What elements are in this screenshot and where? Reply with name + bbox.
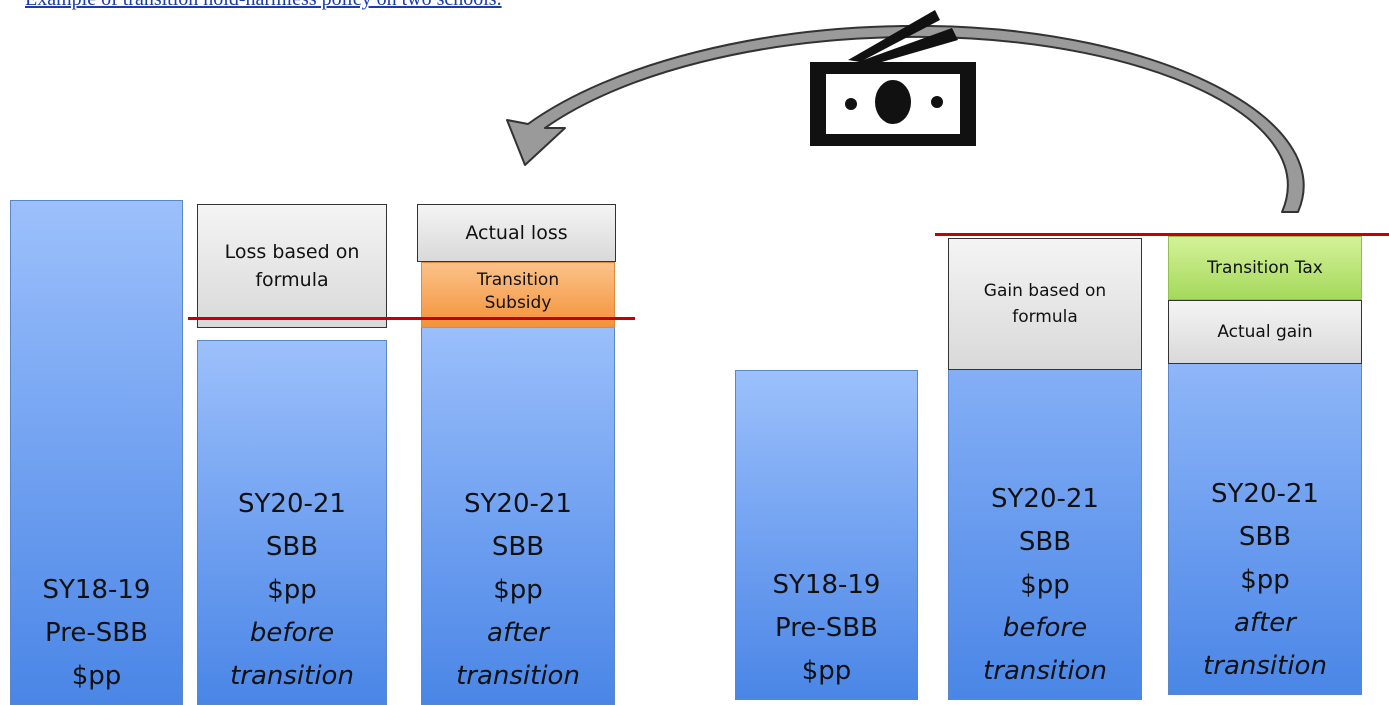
left-red-line (188, 317, 635, 320)
box-label: Actual gain (1217, 322, 1313, 342)
box-label-line: Subsidy (484, 293, 552, 313)
right-red-line (935, 233, 1389, 236)
bar-label-line: SY18-19 (772, 570, 881, 600)
bar-label-line: before (1002, 613, 1088, 643)
bar-label-line: SY20-21 (1211, 479, 1319, 509)
actual-loss-box: Actual loss (417, 204, 616, 262)
bar-label-line: transition (983, 656, 1107, 686)
bar-label-line: SY20-21 (238, 489, 346, 519)
caption: Example of transition hold-harmless poli… (25, 0, 502, 11)
box-label-line: Transition (476, 270, 560, 290)
bar-label-line: SBB (491, 532, 545, 562)
bar-label-line: SY20-21 (991, 484, 1099, 514)
bar-label-line: transition (230, 661, 354, 691)
box-label-line: formula (1012, 307, 1078, 327)
bar-label-line: $pp (1020, 570, 1070, 600)
bar-label-line: SY20-21 (464, 489, 572, 519)
bar-label-line: $pp (267, 575, 317, 605)
box-label-line: Loss based on (224, 241, 360, 263)
left-bar-after-transition: SY20-21 SBB $pp after transition (421, 318, 615, 705)
bar-label-line: after (1234, 608, 1296, 638)
bar-label-line: $pp (71, 661, 122, 691)
bar-label-line: SBB (1238, 522, 1292, 552)
bar-label-line: transition (1203, 651, 1327, 681)
bar-label-line: SBB (265, 532, 319, 562)
right-bar-after-transition: SY20-21 SBB $pp after transition (1168, 300, 1362, 695)
right-bar-sy18-19: SY18-19 Pre-SBB $pp (735, 370, 918, 700)
bar-label-line: Pre-SBB (45, 618, 148, 648)
bar-label-line: $pp (801, 656, 852, 686)
left-bar-before-transition: SY20-21 SBB $pp before transition (197, 340, 387, 705)
box-label-line: Gain based on (983, 281, 1107, 301)
bar-label-line: Pre-SBB (775, 613, 878, 643)
bar-label-line: SY18-19 (42, 575, 151, 605)
actual-gain-box: Actual gain (1168, 300, 1362, 364)
bar-label-line: SBB (1018, 527, 1072, 557)
transition-tax-box: Transition Tax (1168, 236, 1362, 300)
bar-label-line: $pp (1240, 565, 1290, 595)
bar-label-line: transition (456, 661, 580, 691)
bar-label-line: after (487, 618, 549, 648)
box-label: Actual loss (465, 222, 568, 244)
bar-label-line: before (249, 618, 335, 648)
box-label-line: formula (255, 269, 329, 291)
bar-label-line: $pp (493, 575, 543, 605)
loss-based-on-formula-box: Loss based on formula (197, 204, 387, 328)
left-bar-sy18-19: SY18-19 Pre-SBB $pp (10, 200, 183, 705)
gain-based-on-formula-box: Gain based on formula (948, 238, 1142, 370)
box-label: Transition Tax (1207, 258, 1323, 278)
